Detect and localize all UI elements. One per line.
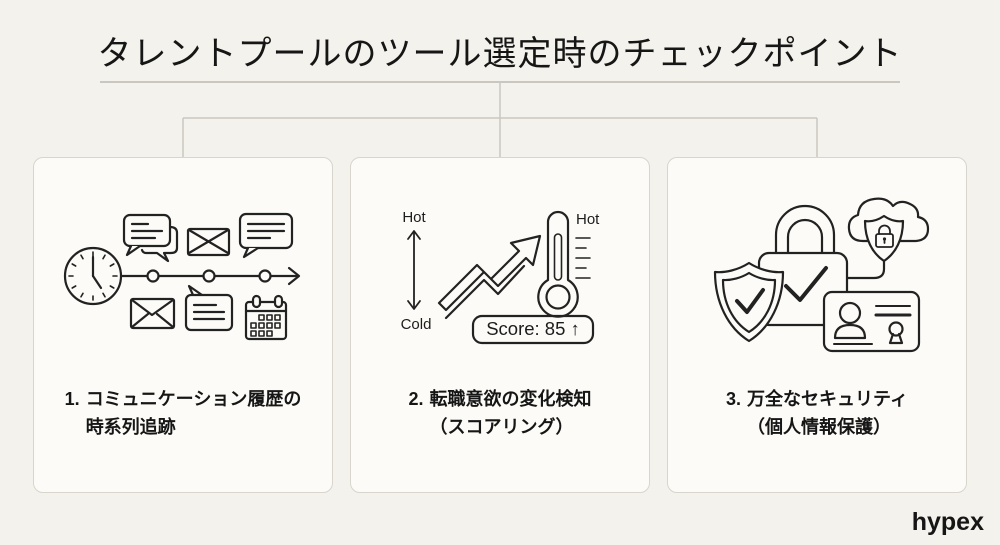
card-caption: 2. 転職意欲の変化検知 （スコアリング） <box>351 386 649 442</box>
clock-icon <box>63 246 123 306</box>
score-badge: Score: 85 ↑ <box>471 314 595 345</box>
trend-arrow-icon <box>437 234 542 320</box>
shield-check-icon <box>713 261 785 343</box>
keyhole-icon <box>888 321 904 345</box>
speech-bubble-icon <box>238 212 294 259</box>
chat-bubbles-icon <box>122 213 179 263</box>
title-underline <box>100 81 900 83</box>
secure-cloud-icon <box>846 197 930 280</box>
score-badge-text: Score: 85 ↑ <box>486 318 580 339</box>
page-title: タレントプールのツール選定時のチェックポイント <box>97 35 903 73</box>
caption-number: 2. <box>408 389 424 409</box>
card-security: 3. 万全なセキュリティ （個人情報保護） <box>667 157 967 493</box>
scoring-illustration: Hot Cold Hot <box>401 209 600 345</box>
card-caption: 3. 万全なセキュリティ （個人情報保護） <box>668 386 966 442</box>
caption-line2: （個人情報保護） <box>747 416 892 437</box>
caption-number: 1. <box>64 389 80 409</box>
card-communication-history: 1. コミュニケーション履歴の 時系列追跡 <box>33 157 333 493</box>
hot-cold-scale: Hot Cold <box>401 209 432 333</box>
brand-logo: hypex <box>911 508 984 536</box>
caption-line2: 時系列追跡 <box>85 416 176 437</box>
calendar-icon <box>244 294 288 341</box>
note-bubble-icon <box>184 284 234 332</box>
envelope-icon <box>186 227 231 257</box>
thermometer-hot-label: Hot <box>576 211 600 228</box>
hot-scale-label: Hot <box>402 209 426 226</box>
card-motivation-scoring: Hot Cold Hot <box>350 157 650 493</box>
caption-line1: コミュニケーション履歴の <box>85 389 302 409</box>
thermometer-icon: Hot <box>537 210 600 318</box>
security-illustration <box>713 197 930 353</box>
envelope-icon-2 <box>129 297 176 330</box>
caption-line2: （スコアリング） <box>429 416 574 437</box>
id-card-icon <box>822 290 921 353</box>
cloud-connector-line <box>846 259 886 280</box>
cold-scale-label: Cold <box>401 316 432 333</box>
communication-timeline-illustration <box>63 212 301 341</box>
caption-number: 3. <box>726 389 742 409</box>
card-caption: 1. コミュニケーション履歴の 時系列追跡 <box>34 386 332 442</box>
caption-line1: 万全なセキュリティ <box>747 389 908 409</box>
timeline-arrow <box>119 266 301 286</box>
mini-lock-icon <box>875 224 894 248</box>
caption-line1: 転職意欲の変化検知 <box>429 389 592 409</box>
